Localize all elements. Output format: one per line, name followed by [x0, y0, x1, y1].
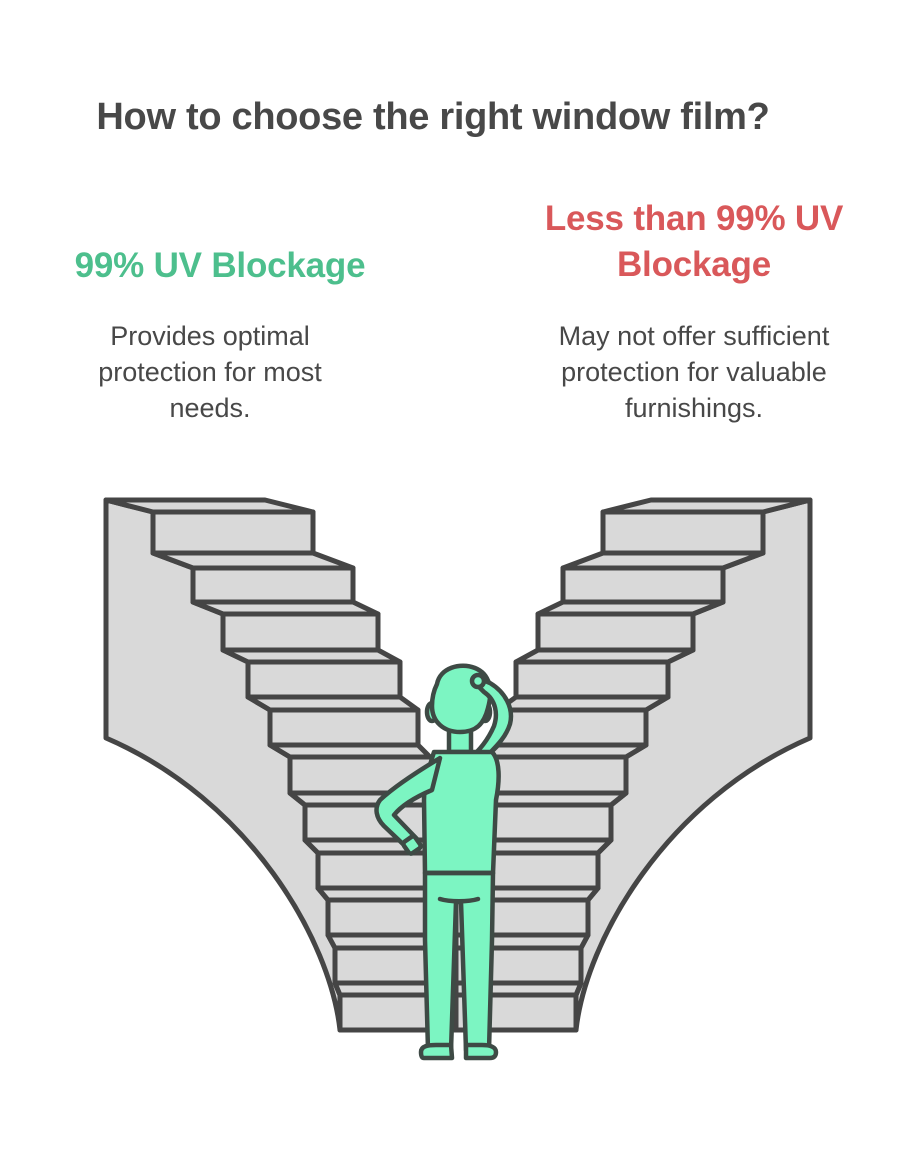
- option-right-description: May not offer sufficient protection for …: [558, 321, 830, 423]
- left-staircase-icon: [103, 497, 463, 1033]
- page-title: How to choose the right window film?: [96, 96, 770, 138]
- option-left-description: Provides optimal protection for most nee…: [98, 321, 322, 423]
- right-staircase-icon: [453, 497, 813, 1033]
- confused-person-icon: [374, 663, 514, 1061]
- option-right-title: Less than 99% UV Blockage: [544, 199, 844, 284]
- option-left-title: 99% UV Blockage: [74, 246, 366, 285]
